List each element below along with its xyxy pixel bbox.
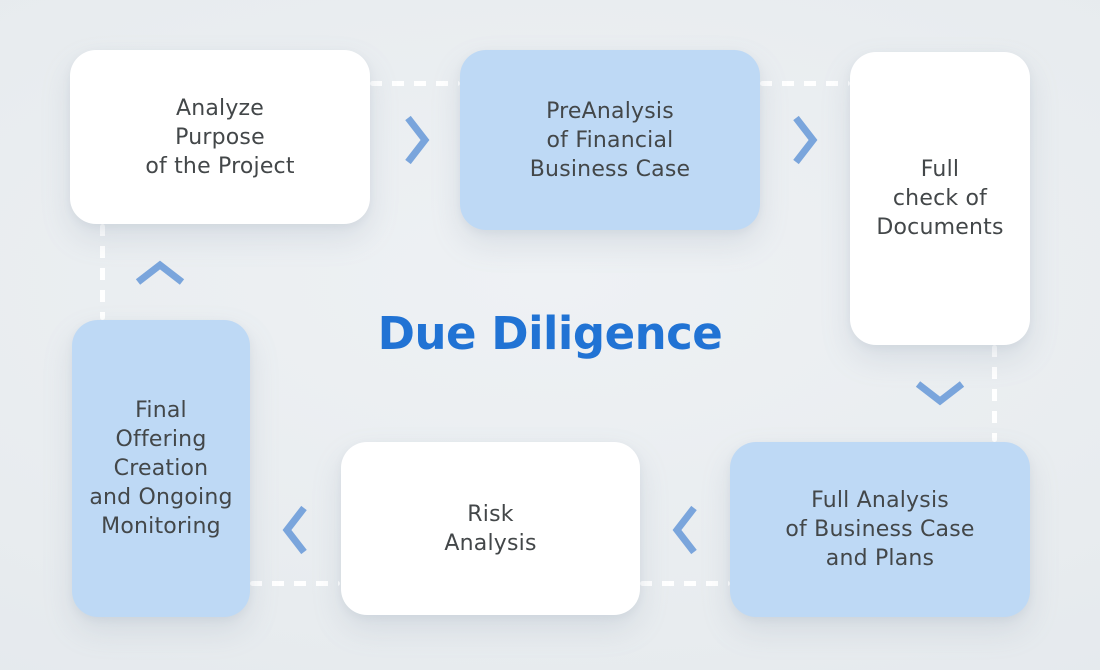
connector-top-2: [760, 81, 850, 86]
node-label: Full Analysis of Business Case and Plans: [785, 488, 975, 571]
chevron-down-icon: [915, 381, 965, 406]
node-analyze-purpose: Analyze Purpose of the Project: [70, 50, 370, 224]
chevron-up-icon: [135, 260, 185, 285]
node-label: Risk Analysis: [444, 501, 537, 556]
node-label: Final Offering Creation and Ongoing Moni…: [89, 398, 233, 539]
chevron-left-icon: [672, 505, 697, 555]
node-label: Full check of Documents: [876, 157, 1004, 240]
node-preanalysis-financial: PreAnalysis of Financial Business Case: [460, 50, 760, 230]
chevron-right-icon: [793, 115, 818, 165]
node-full-check-documents: Full check of Documents: [850, 52, 1030, 345]
connector-right: [992, 345, 997, 442]
connector-top-1: [370, 81, 460, 86]
connector-left: [100, 224, 105, 320]
page-title: Due Diligence: [377, 307, 723, 360]
node-full-analysis-business: Full Analysis of Business Case and Plans: [730, 442, 1030, 617]
node-label: PreAnalysis of Financial Business Case: [529, 98, 691, 182]
node-risk-analysis: Risk Analysis: [341, 442, 640, 615]
chevron-right-icon: [405, 115, 430, 165]
connector-bottom-2: [250, 581, 340, 586]
connector-bottom-1: [640, 581, 730, 586]
chevron-left-icon: [282, 505, 307, 555]
node-final-offering-monitoring: Final Offering Creation and Ongoing Moni…: [72, 320, 250, 617]
node-label: Analyze Purpose of the Project: [145, 95, 295, 179]
